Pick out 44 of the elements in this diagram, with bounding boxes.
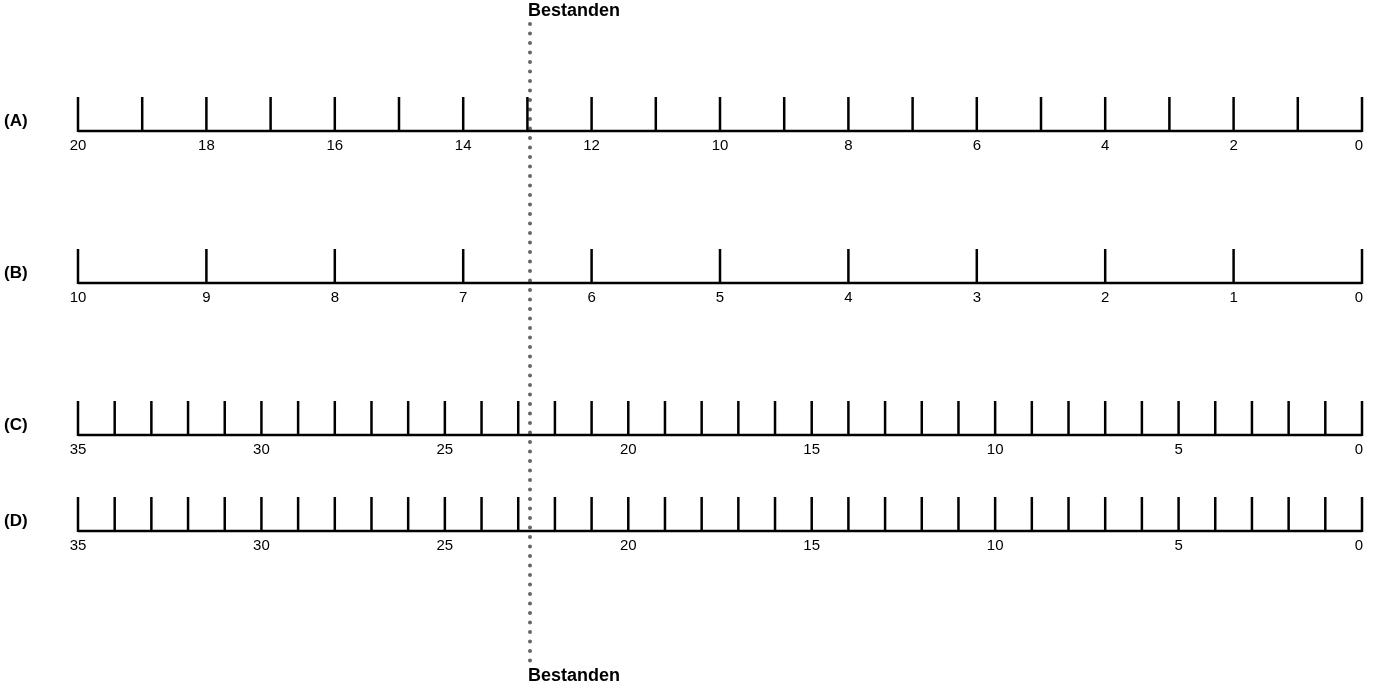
scale-number: 4 [844,288,853,305]
scale-number: 0 [1354,136,1364,153]
scale-number: 7 [459,288,468,305]
scale-number: 15 [803,536,821,553]
scale-number: 35 [69,440,87,457]
scale-number: 4 [1101,136,1110,153]
scale-number: 0 [1354,536,1364,553]
scale-number: 10 [986,536,1004,553]
scale-number: 35 [69,536,87,553]
scale-number: 2 [1229,136,1238,153]
scale-number: 20 [69,136,87,153]
scale-number: 10 [986,440,1004,457]
scale-number: 8 [330,288,339,305]
scale-number: 2 [1101,288,1110,305]
scale-number: 18 [198,136,215,153]
threshold-label: Bestanden [528,0,621,21]
scale-number: 30 [253,440,270,457]
scale-number: 5 [1174,440,1183,457]
scale-number: 0 [1354,440,1364,457]
scale-number: 30 [253,536,270,553]
scale-number: 5 [715,288,725,305]
scale-number: 5 [1174,536,1183,553]
threshold-label: Bestanden [528,665,621,686]
scale-number: 16 [326,136,344,153]
scale-number: 20 [619,536,637,553]
scale-number: 25 [436,440,454,457]
scale-number: 6 [587,288,596,305]
row-label: (D) [4,511,28,531]
scale-number: 10 [69,288,87,305]
scale-number: 6 [972,136,981,153]
scale-number: 1 [1229,288,1238,305]
scale-number: 15 [803,440,821,457]
scale-number: 9 [202,288,211,305]
scale-number: 25 [436,536,454,553]
scale-number: 12 [583,136,600,153]
scale-number: 0 [1354,288,1364,305]
scale-number: 14 [454,136,472,153]
scale-number: 8 [844,136,853,153]
row-label: (B) [4,263,28,283]
row-label: (C) [4,415,28,435]
row-label: (A) [4,111,28,131]
scale-number: 3 [972,288,981,305]
scale-number: 10 [711,136,729,153]
scale-number: 20 [619,440,637,457]
